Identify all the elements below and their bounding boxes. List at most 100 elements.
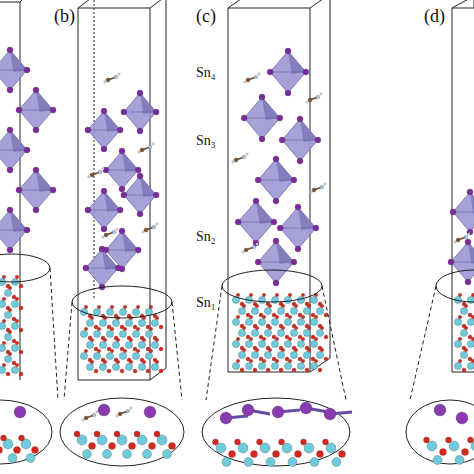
metal-atom xyxy=(238,307,245,314)
metal-atom xyxy=(316,307,323,314)
metal-atom xyxy=(297,362,304,369)
metal-atom xyxy=(271,362,278,369)
octahedron-edge xyxy=(106,250,138,251)
cell-outline xyxy=(228,358,330,372)
oxygen-atom xyxy=(155,360,159,364)
iodine-atom xyxy=(277,115,283,121)
cell-outline xyxy=(228,8,229,372)
iodine-atom xyxy=(33,127,39,133)
oxygen-atom xyxy=(301,359,305,363)
metal-atom xyxy=(119,308,126,315)
oxygen-atom xyxy=(288,315,292,319)
oxygen-atom xyxy=(19,284,23,288)
metal-atom xyxy=(112,319,119,326)
inset-ellipse xyxy=(0,400,52,464)
cell-outline xyxy=(452,8,453,372)
iodine-atom xyxy=(119,148,125,154)
metal-atom xyxy=(112,363,119,370)
metal-atom xyxy=(467,340,474,347)
iodine-atom xyxy=(448,259,454,265)
oxygen-atom xyxy=(242,326,246,330)
iodine-atom xyxy=(115,265,121,271)
metal-atom xyxy=(86,341,93,348)
oxygen-atom xyxy=(6,372,10,376)
oxygen-atom xyxy=(318,368,322,372)
metal-atom xyxy=(145,330,152,337)
oxygen-atom xyxy=(253,368,257,372)
oxygen-atom xyxy=(15,363,19,367)
oxygen-atom xyxy=(275,359,279,363)
oxygen-atom xyxy=(236,315,240,319)
oxygen-atom xyxy=(97,327,101,331)
iodine-atom xyxy=(101,226,107,232)
oxygen-atom xyxy=(424,437,430,443)
metal-atom xyxy=(427,441,437,451)
iodine-atom xyxy=(7,167,13,173)
metal-atom xyxy=(449,441,459,451)
oxygen-atom xyxy=(471,293,474,297)
iodine-atom xyxy=(7,207,13,213)
oxygen-atom xyxy=(307,304,311,308)
iodine-atom xyxy=(24,227,30,233)
hydrogen-atom xyxy=(306,101,308,103)
metal-atom xyxy=(132,330,139,337)
iodine-atom xyxy=(271,219,277,225)
oxygen-atom xyxy=(273,451,280,458)
metal-atom xyxy=(99,341,106,348)
hydrogen-atom xyxy=(130,407,132,409)
iodine-atom xyxy=(119,186,125,192)
sn-octahedron xyxy=(19,90,53,130)
octahedron-edge xyxy=(0,230,27,231)
metal-atom xyxy=(103,450,112,459)
hydrogen-atom xyxy=(320,93,322,95)
metal-atom xyxy=(266,458,275,467)
metal-atom xyxy=(0,366,6,373)
metal-atom xyxy=(232,340,239,347)
metal-atom xyxy=(467,318,474,325)
metal-atom xyxy=(93,352,100,359)
metal-atom xyxy=(238,443,248,453)
oxygen-atom xyxy=(462,368,466,372)
nitrogen-atom xyxy=(112,230,116,234)
carbon-atom xyxy=(84,416,88,420)
metal-atom xyxy=(258,296,265,303)
carbon-atom xyxy=(104,233,108,237)
iodine-atom xyxy=(273,238,279,244)
oxygen-atom xyxy=(103,338,107,342)
iodine-atom xyxy=(85,127,91,133)
oxygen-atom xyxy=(240,368,244,372)
metal-atom xyxy=(303,329,310,336)
oxygen-atom xyxy=(15,297,19,301)
iodine-atom xyxy=(117,207,123,213)
oxygen-atom xyxy=(19,328,23,332)
cell-outline xyxy=(78,0,166,8)
oxygen-atom xyxy=(446,437,452,443)
metal-atom xyxy=(290,307,297,314)
iodine-atom xyxy=(255,177,261,183)
metal-atom xyxy=(433,456,442,465)
metal-atom xyxy=(310,318,317,325)
metal-atom xyxy=(310,458,319,467)
oxygen-atom xyxy=(314,337,318,341)
iodine-atom xyxy=(50,187,56,193)
metal-atom xyxy=(26,454,35,463)
oxygen-atom xyxy=(19,306,23,310)
hydrogen-atom xyxy=(152,143,154,145)
iodine-atom xyxy=(137,173,143,179)
layer-label: Sn₄ xyxy=(196,66,216,80)
nitrogen-atom xyxy=(242,155,246,159)
sn-octahedron xyxy=(238,201,274,243)
oxygen-atom xyxy=(301,439,307,445)
iodine-atom xyxy=(33,207,39,213)
oxygen-atom xyxy=(97,349,101,353)
metal-atom xyxy=(290,329,297,336)
oxygen-atom xyxy=(324,357,328,361)
nitrogen-atom xyxy=(254,75,258,79)
metal-atom xyxy=(8,454,17,463)
iodine-atom xyxy=(272,406,284,418)
oxygen-atom xyxy=(458,337,462,341)
nitrogen-atom xyxy=(114,75,118,79)
metal-atom xyxy=(251,307,258,314)
oxygen-atom xyxy=(0,447,3,454)
